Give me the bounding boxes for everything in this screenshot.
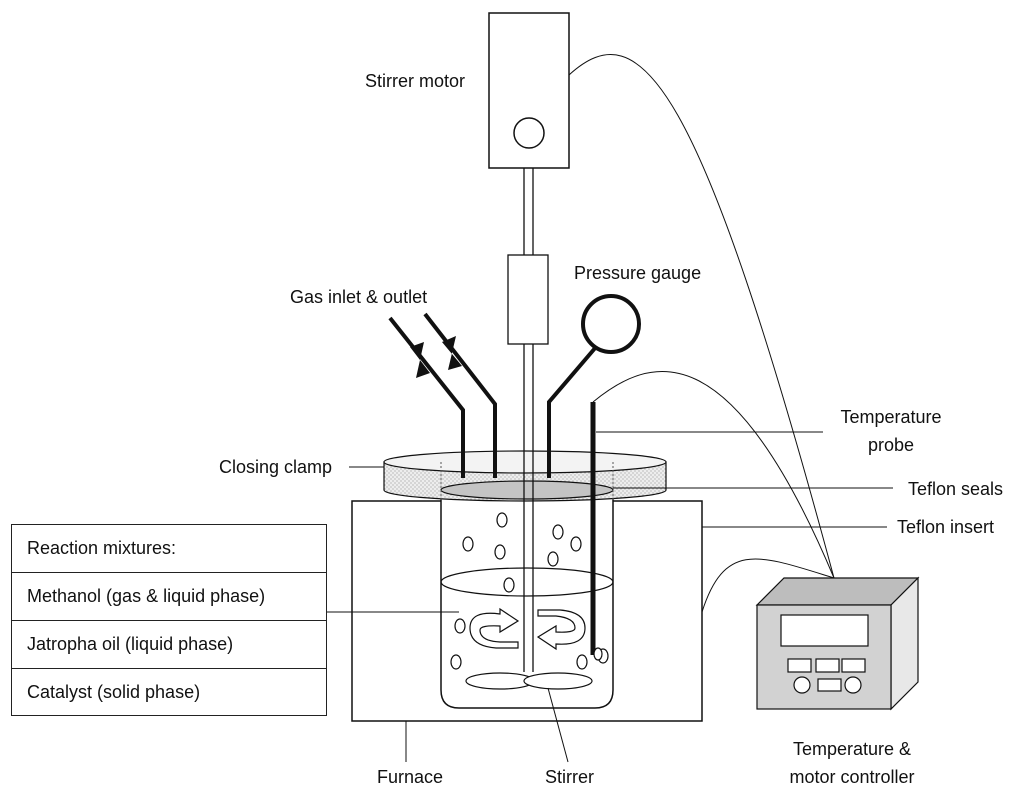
temperature-probe [590, 402, 603, 661]
temperature-probe-label-line2: probe [867, 435, 915, 455]
temperature-probe-label: Temperature probe [826, 406, 956, 456]
reaction-mixture-item: Methanol (gas & liquid phase) [12, 573, 326, 621]
gas-valves [410, 336, 462, 378]
controller-label: Temperature & motor controller [767, 738, 937, 788]
circulation-arrows [469, 607, 586, 651]
controller-button [787, 658, 812, 673]
teflon-seals-label: Teflon seals [908, 479, 1004, 499]
furnace-label: Furnace [377, 767, 444, 787]
controller-label-line1: Temperature & [792, 739, 912, 759]
temperature-probe-label-line1: Temperature [840, 407, 942, 427]
reaction-mixture-item: Catalyst (solid phase) [27, 682, 201, 702]
motor-knob [513, 117, 545, 149]
gas-inlet-outlet-label: Gas inlet & outlet [290, 287, 428, 307]
controller-knob [844, 676, 862, 694]
controller-button [817, 678, 842, 692]
controller-display [780, 614, 869, 647]
liquid-surface [440, 567, 614, 597]
reaction-mixture-item: Jatropha oil (liquid phase) [12, 621, 326, 669]
controller-button [815, 658, 840, 673]
teflon-seal [440, 480, 614, 500]
controller-button [841, 658, 866, 673]
leader-lines [327, 431, 893, 763]
stirrer-label: Stirrer [545, 767, 594, 787]
bubbles [450, 512, 609, 670]
teflon-insert-label: Teflon insert [897, 517, 995, 537]
reaction-mixtures-header: Reaction mixtures: [12, 525, 326, 573]
reactor-vessel [440, 462, 614, 709]
stirrer-shaft [507, 168, 549, 672]
controller-knob [793, 676, 811, 694]
stirrer-motor-label: Stirrer motor [365, 71, 466, 91]
controller-label-line2: motor controller [789, 767, 915, 787]
reaction-mixtures-table: Reaction mixtures: Methanol (gas & liqui… [11, 524, 327, 716]
cables [568, 54, 835, 613]
closing-clamp-label: Closing clamp [219, 457, 333, 477]
pressure-gauge-label: Pressure gauge [574, 263, 702, 283]
stirrer-paddles [465, 672, 593, 690]
pressure-gauge [547, 294, 641, 478]
temperature-motor-controller [755, 576, 920, 711]
